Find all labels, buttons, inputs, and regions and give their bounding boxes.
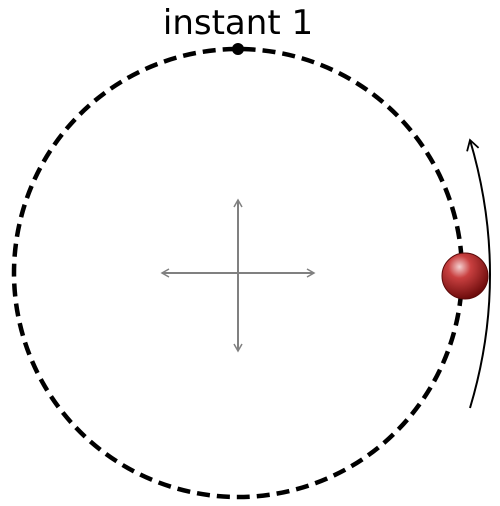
crosshair-arrows-icon <box>160 198 316 353</box>
sphere-icon <box>441 252 489 300</box>
instant-label: instant 1 <box>163 3 313 43</box>
curved-arrow-icon <box>466 138 491 409</box>
orbit-point <box>232 43 244 55</box>
